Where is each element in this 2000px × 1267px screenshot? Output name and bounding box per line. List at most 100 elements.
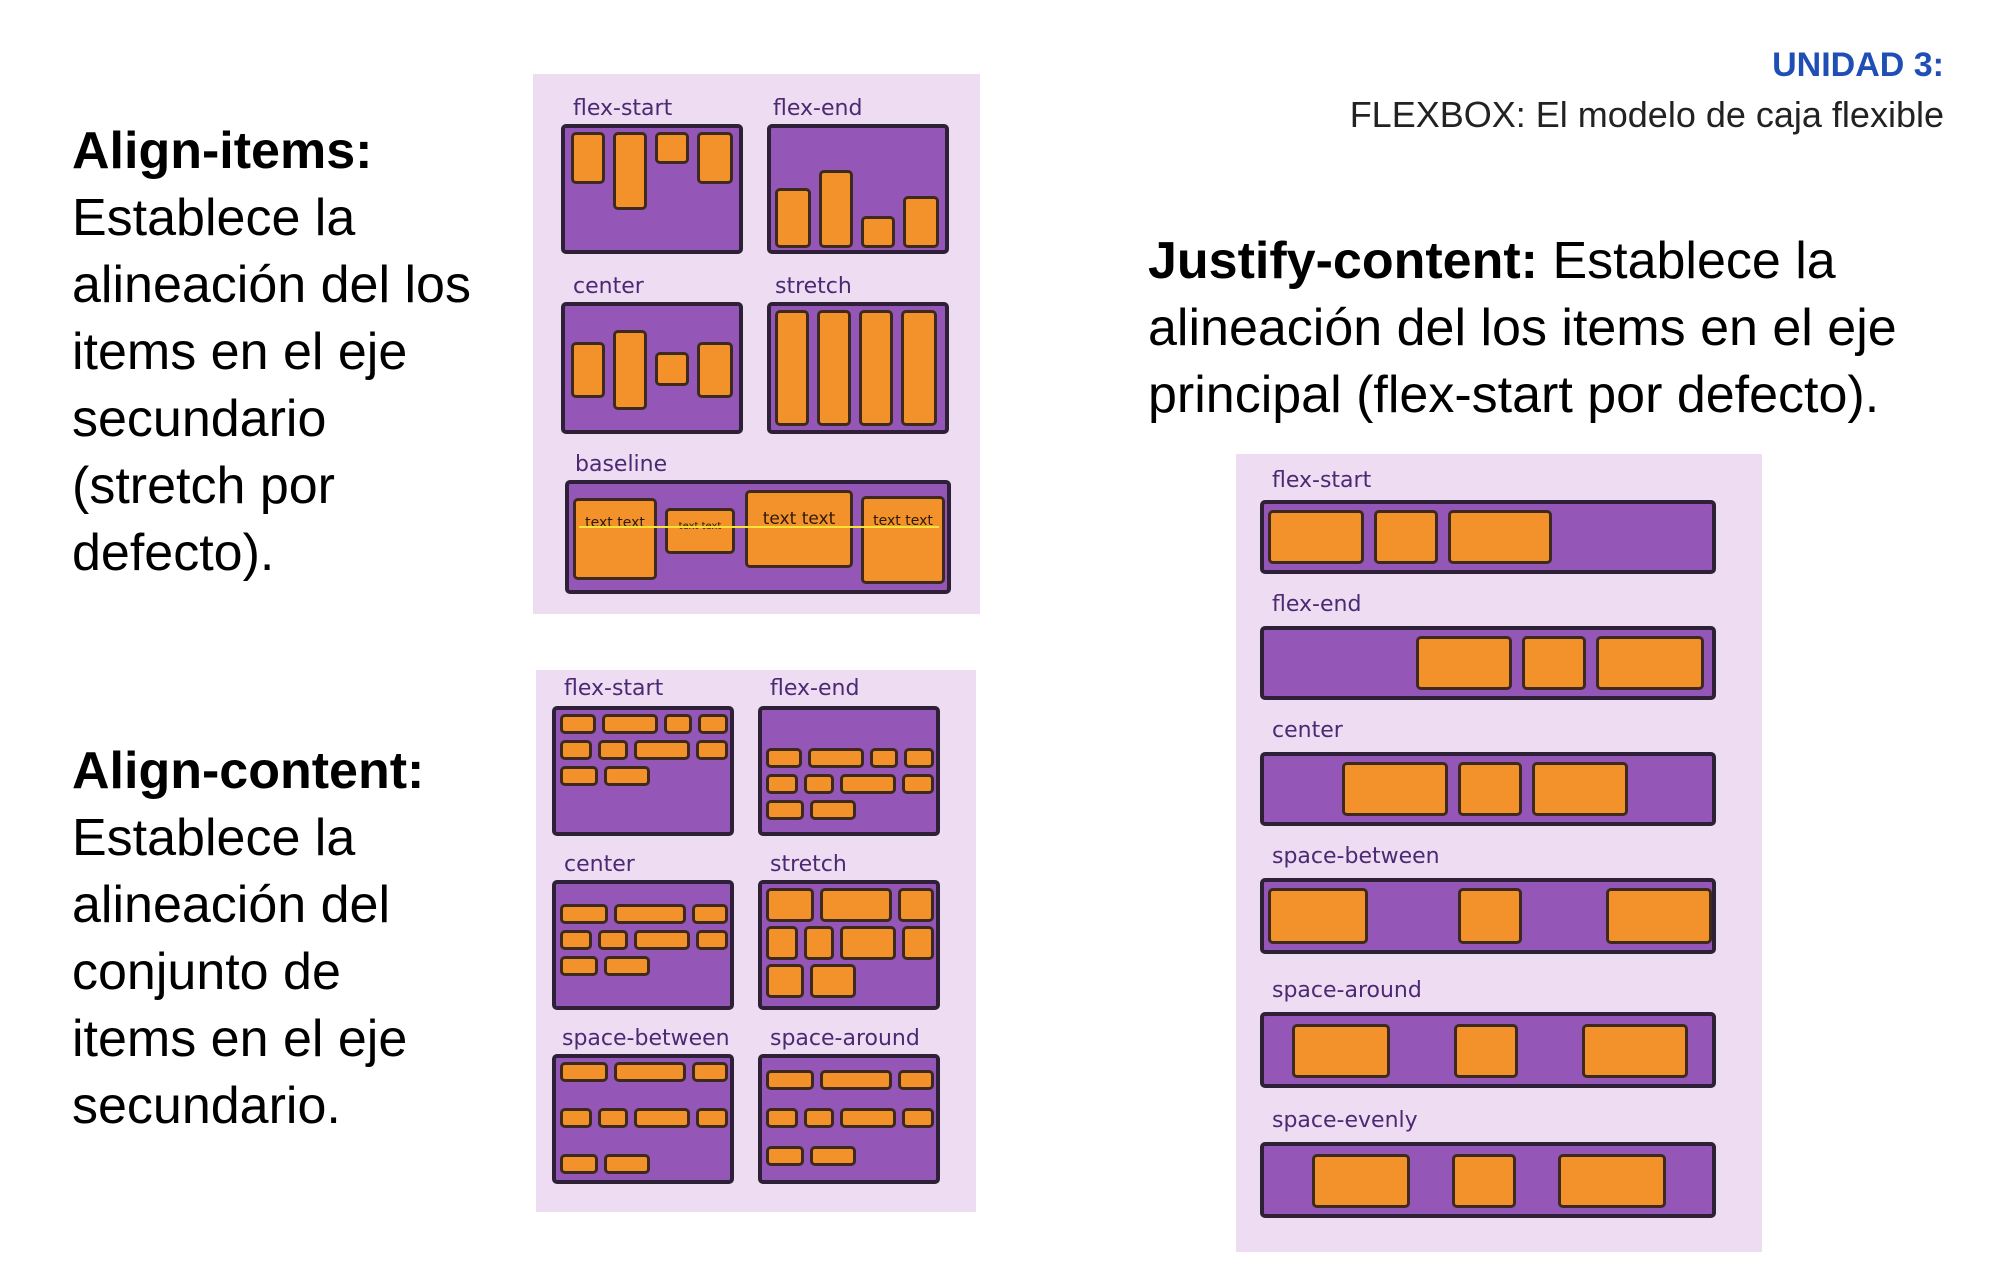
- flex-item: [861, 216, 895, 248]
- align-content-line: Establece la: [72, 809, 356, 867]
- flex-item: [598, 930, 628, 950]
- justify-content-space-around-container: [1260, 1012, 1716, 1088]
- align-items-line: (stretch por: [72, 457, 335, 515]
- flex-item: [560, 714, 596, 734]
- align-content-stretch-container: [758, 880, 940, 1010]
- flex-item: [1532, 762, 1628, 816]
- flex-item: [840, 926, 896, 960]
- flex-item: [903, 196, 939, 248]
- align-content-label-flex-end: flex-end: [770, 676, 860, 701]
- flex-item: [1342, 762, 1448, 816]
- flex-item: [1606, 888, 1712, 944]
- flex-item: [870, 748, 898, 768]
- flex-item: [766, 888, 814, 922]
- align-content-flex-start-container: [552, 706, 734, 836]
- baseline-line: [579, 526, 939, 528]
- baseline-item: text text: [665, 508, 735, 554]
- flex-item: [902, 1108, 934, 1128]
- align-items-term: Align-items:: [72, 122, 373, 180]
- align-content-space-around-container: [758, 1054, 940, 1184]
- flex-item: [804, 1108, 834, 1128]
- flex-item: [901, 310, 937, 426]
- justify-content-label-center: center: [1272, 718, 1343, 743]
- align-content-line: items en el eje: [72, 1010, 408, 1068]
- align-content-description: Align-content: Establece la alineación d…: [72, 738, 512, 1140]
- unit-subtitle: FLEXBOX: El modelo de caja flexible: [1349, 94, 1944, 135]
- flex-item: [810, 800, 856, 820]
- flex-item: [766, 1108, 798, 1128]
- justify-content-label-space-evenly: space-evenly: [1272, 1108, 1418, 1133]
- baseline-item: text text: [745, 490, 853, 568]
- flex-item: [614, 904, 686, 924]
- flex-item: [766, 964, 804, 998]
- justify-content-label-space-around: space-around: [1272, 978, 1422, 1003]
- flex-item: [698, 714, 728, 734]
- align-items-label-center: center: [573, 274, 644, 299]
- flex-item: [560, 1154, 598, 1174]
- justify-content-space-evenly-container: [1260, 1142, 1716, 1218]
- align-items-label-flex-end: flex-end: [773, 96, 863, 121]
- flex-item: [697, 132, 733, 184]
- unit-title: UNIDAD 3:: [1772, 46, 1944, 84]
- justify-content-diagram: flex-start flex-end center space-between…: [1236, 454, 1762, 1252]
- flex-item: [692, 1062, 728, 1082]
- flex-item: [560, 1062, 608, 1082]
- flex-item: [613, 132, 647, 210]
- flex-item: [766, 774, 798, 794]
- justify-content-space-between-container: [1260, 878, 1716, 954]
- flex-item: [696, 1108, 728, 1128]
- align-content-center-container: [552, 880, 734, 1010]
- baseline-item: text text: [573, 498, 657, 580]
- justify-content-center-container: [1260, 752, 1716, 826]
- flex-item: [604, 1154, 650, 1174]
- align-content-line: conjunto de: [72, 943, 341, 1001]
- justify-content-line: alineación del los items en el eje: [1148, 299, 1897, 357]
- flex-item: [560, 766, 598, 786]
- flex-item: [696, 740, 728, 760]
- flex-item: [614, 1062, 686, 1082]
- align-items-stretch-container: [767, 302, 949, 434]
- justify-content-label-space-between: space-between: [1272, 844, 1440, 869]
- flex-item: [820, 1070, 892, 1090]
- flex-item: [1268, 510, 1364, 564]
- align-content-line: secundario.: [72, 1077, 341, 1135]
- flex-item: [602, 714, 658, 734]
- flex-item: [696, 930, 728, 950]
- flex-item: [840, 1108, 896, 1128]
- flex-item: [808, 748, 864, 768]
- flex-item: [634, 1108, 690, 1128]
- flex-item: [655, 352, 689, 386]
- align-items-line: alineación del los: [72, 256, 471, 314]
- flex-item: [604, 766, 650, 786]
- align-content-label-space-around: space-around: [770, 1026, 920, 1051]
- flex-item: [898, 1070, 934, 1090]
- flex-item: [1312, 1154, 1410, 1208]
- flex-item: [560, 930, 592, 950]
- flex-item: [664, 714, 692, 734]
- align-content-label-stretch: stretch: [770, 852, 847, 877]
- align-items-flex-end-container: [767, 124, 949, 254]
- flex-item: [560, 904, 608, 924]
- justify-content-line: Establece la: [1538, 232, 1836, 290]
- flex-item: [775, 188, 811, 248]
- justify-content-flex-start-container: [1260, 500, 1716, 574]
- flex-item: [775, 310, 809, 426]
- flex-item: [634, 930, 690, 950]
- flex-item: [766, 748, 802, 768]
- flex-item: [1596, 636, 1704, 690]
- flex-item: [904, 748, 934, 768]
- align-items-label-stretch: stretch: [775, 274, 852, 299]
- flex-item: [817, 310, 851, 426]
- flex-item: [560, 956, 598, 976]
- justify-content-line: principal (flex-start por defecto).: [1148, 366, 1880, 424]
- flex-item: [840, 774, 896, 794]
- flex-item: [598, 1108, 628, 1128]
- flex-item: [810, 1146, 856, 1166]
- flex-item: [1582, 1024, 1688, 1078]
- flex-item: [613, 330, 647, 410]
- flex-item: [804, 926, 834, 960]
- baseline-item-text: text text: [585, 515, 645, 531]
- flex-item: [655, 132, 689, 164]
- align-content-label-space-between: space-between: [562, 1026, 730, 1051]
- justify-content-description: Justify-content: Establece la alineación…: [1148, 228, 1968, 429]
